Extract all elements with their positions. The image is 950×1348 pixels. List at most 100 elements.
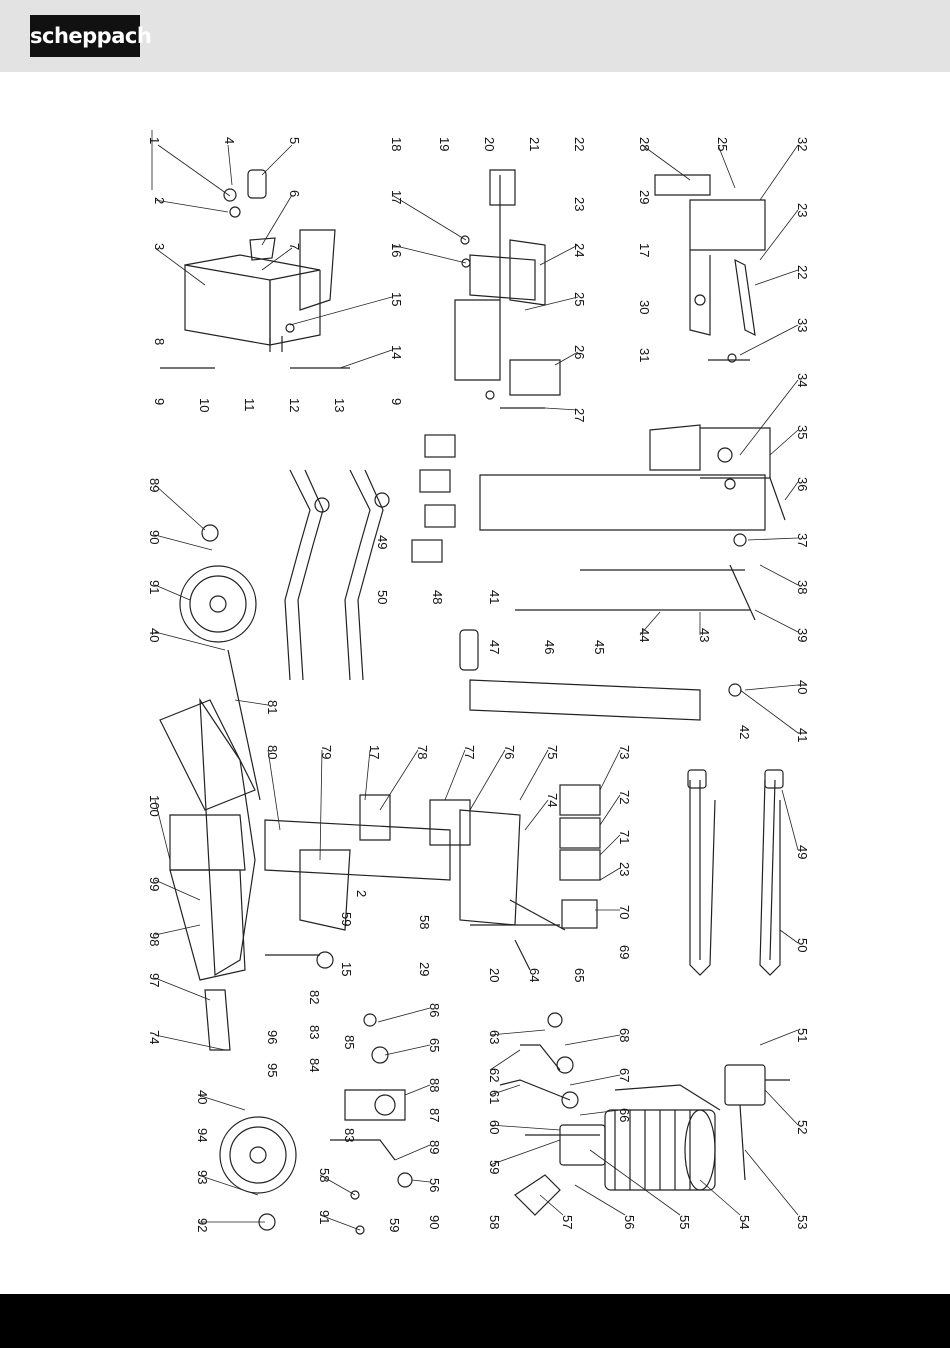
callout-label: 65 xyxy=(572,968,587,982)
callout-label: 4 xyxy=(222,137,237,144)
callout-label: 58 xyxy=(417,915,432,929)
callout-label: 59 xyxy=(339,912,354,926)
callout-label: 61 xyxy=(487,1090,502,1104)
callout-label: 77 xyxy=(462,745,477,759)
callout-label: 7 xyxy=(287,243,302,250)
callout-label: 22 xyxy=(795,265,810,279)
callout-label: 31 xyxy=(637,348,652,362)
callout-label: 41 xyxy=(795,728,810,742)
callout-label: 74 xyxy=(545,793,560,807)
handle-drawing-top xyxy=(284,434,456,681)
callout-label: 23 xyxy=(795,203,810,217)
callout-label: 23 xyxy=(572,197,587,211)
page-footer-band xyxy=(0,1294,950,1348)
callout-label: 38 xyxy=(795,580,810,594)
valve-assembly-drawing xyxy=(330,1012,600,1235)
callout-label: 88 xyxy=(427,1078,442,1092)
callout-label: 48 xyxy=(430,590,445,604)
callout-label: 99 xyxy=(147,877,162,891)
callout-label: 86 xyxy=(427,1003,442,1017)
column-drawing xyxy=(459,424,786,721)
callout-label: 40 xyxy=(147,628,162,642)
callout-label: 53 xyxy=(795,1215,810,1229)
callout-label: 58 xyxy=(487,1215,502,1229)
callout-label: 89 xyxy=(147,478,162,492)
callout-label: 78 xyxy=(415,745,430,759)
callout-label: 29 xyxy=(417,962,432,976)
callout-label: 46 xyxy=(542,640,557,654)
callout-label: 8 xyxy=(152,338,167,345)
callout-label: 65 xyxy=(427,1038,442,1052)
callout-label: 56 xyxy=(622,1215,637,1229)
callout-label: 5 xyxy=(287,137,302,144)
callout-label: 81 xyxy=(265,700,280,714)
callout-label: 94 xyxy=(195,1128,210,1142)
callout-label: 79 xyxy=(319,745,334,759)
callout-label: 18 xyxy=(389,137,404,151)
callout-label: 71 xyxy=(617,830,632,844)
callout-label: 67 xyxy=(617,1068,632,1082)
callout-label: 95 xyxy=(265,1063,280,1077)
callout-label: 13 xyxy=(332,398,347,412)
callout-label: 89 xyxy=(427,1140,442,1154)
callout-label: 25 xyxy=(572,292,587,306)
callout-label: 47 xyxy=(487,640,502,654)
callout-label: 59 xyxy=(387,1218,402,1232)
callout-label: 76 xyxy=(502,745,517,759)
callout-label: 58 xyxy=(317,1168,332,1182)
callout-label: 15 xyxy=(389,292,404,306)
bracket-drawing xyxy=(654,174,766,363)
callout-label: 27 xyxy=(572,408,587,422)
callout-label: 2 xyxy=(354,890,369,897)
callout-label: 26 xyxy=(572,345,587,359)
callout-label: 75 xyxy=(545,745,560,759)
support-leg-drawing xyxy=(454,169,561,409)
callout-label: 62 xyxy=(487,1068,502,1082)
callout-label: 60 xyxy=(487,1120,502,1134)
callout-label: 24 xyxy=(572,243,587,257)
callout-label: 3 xyxy=(152,243,167,250)
callout-label: 87 xyxy=(427,1108,442,1122)
callout-label: 28 xyxy=(637,137,652,151)
callout-label: 10 xyxy=(197,398,212,412)
callout-label: 91 xyxy=(317,1210,332,1224)
callout-label: 83 xyxy=(307,1025,322,1039)
callout-label: 17 xyxy=(389,190,404,204)
callout-label: 1 xyxy=(147,137,162,144)
callout-label: 12 xyxy=(287,398,302,412)
callout-label: 21 xyxy=(527,137,542,151)
page-header-band xyxy=(0,0,950,72)
callout-label: 82 xyxy=(307,990,322,1004)
callout-label: 98 xyxy=(147,932,162,946)
callout-label: 69 xyxy=(617,945,632,959)
wheel-and-chute-drawing xyxy=(159,524,297,1231)
callout-label: 59 xyxy=(487,1160,502,1174)
callout-label: 36 xyxy=(795,477,810,491)
callout-label: 32 xyxy=(795,137,810,151)
callout-label: 85 xyxy=(342,1035,357,1049)
callout-label: 22 xyxy=(572,137,587,151)
callout-label: 55 xyxy=(677,1215,692,1229)
callout-label: 63 xyxy=(487,1030,502,1044)
callout-label: 66 xyxy=(617,1108,632,1122)
callout-label: 6 xyxy=(287,190,302,197)
callout-label: 40 xyxy=(195,1090,210,1104)
callout-label: 17 xyxy=(367,745,382,759)
callout-label: 43 xyxy=(697,628,712,642)
callout-label: 20 xyxy=(482,137,497,151)
callout-label: 90 xyxy=(427,1215,442,1229)
callout-label: 25 xyxy=(715,137,730,151)
callout-label: 45 xyxy=(592,640,607,654)
callout-label: 73 xyxy=(617,745,632,759)
callout-label: 52 xyxy=(795,1120,810,1134)
callout-label: 35 xyxy=(795,425,810,439)
callout-label: 16 xyxy=(389,243,404,257)
callout-label: 80 xyxy=(265,745,280,759)
callout-label: 68 xyxy=(617,1028,632,1042)
brand-logo: scheppach xyxy=(30,15,152,57)
callout-label: 51 xyxy=(795,1028,810,1042)
callout-label: 11 xyxy=(242,398,257,412)
callout-label: 9 xyxy=(152,398,167,405)
callout-label: 44 xyxy=(637,628,652,642)
callout-label: 15 xyxy=(339,962,354,976)
